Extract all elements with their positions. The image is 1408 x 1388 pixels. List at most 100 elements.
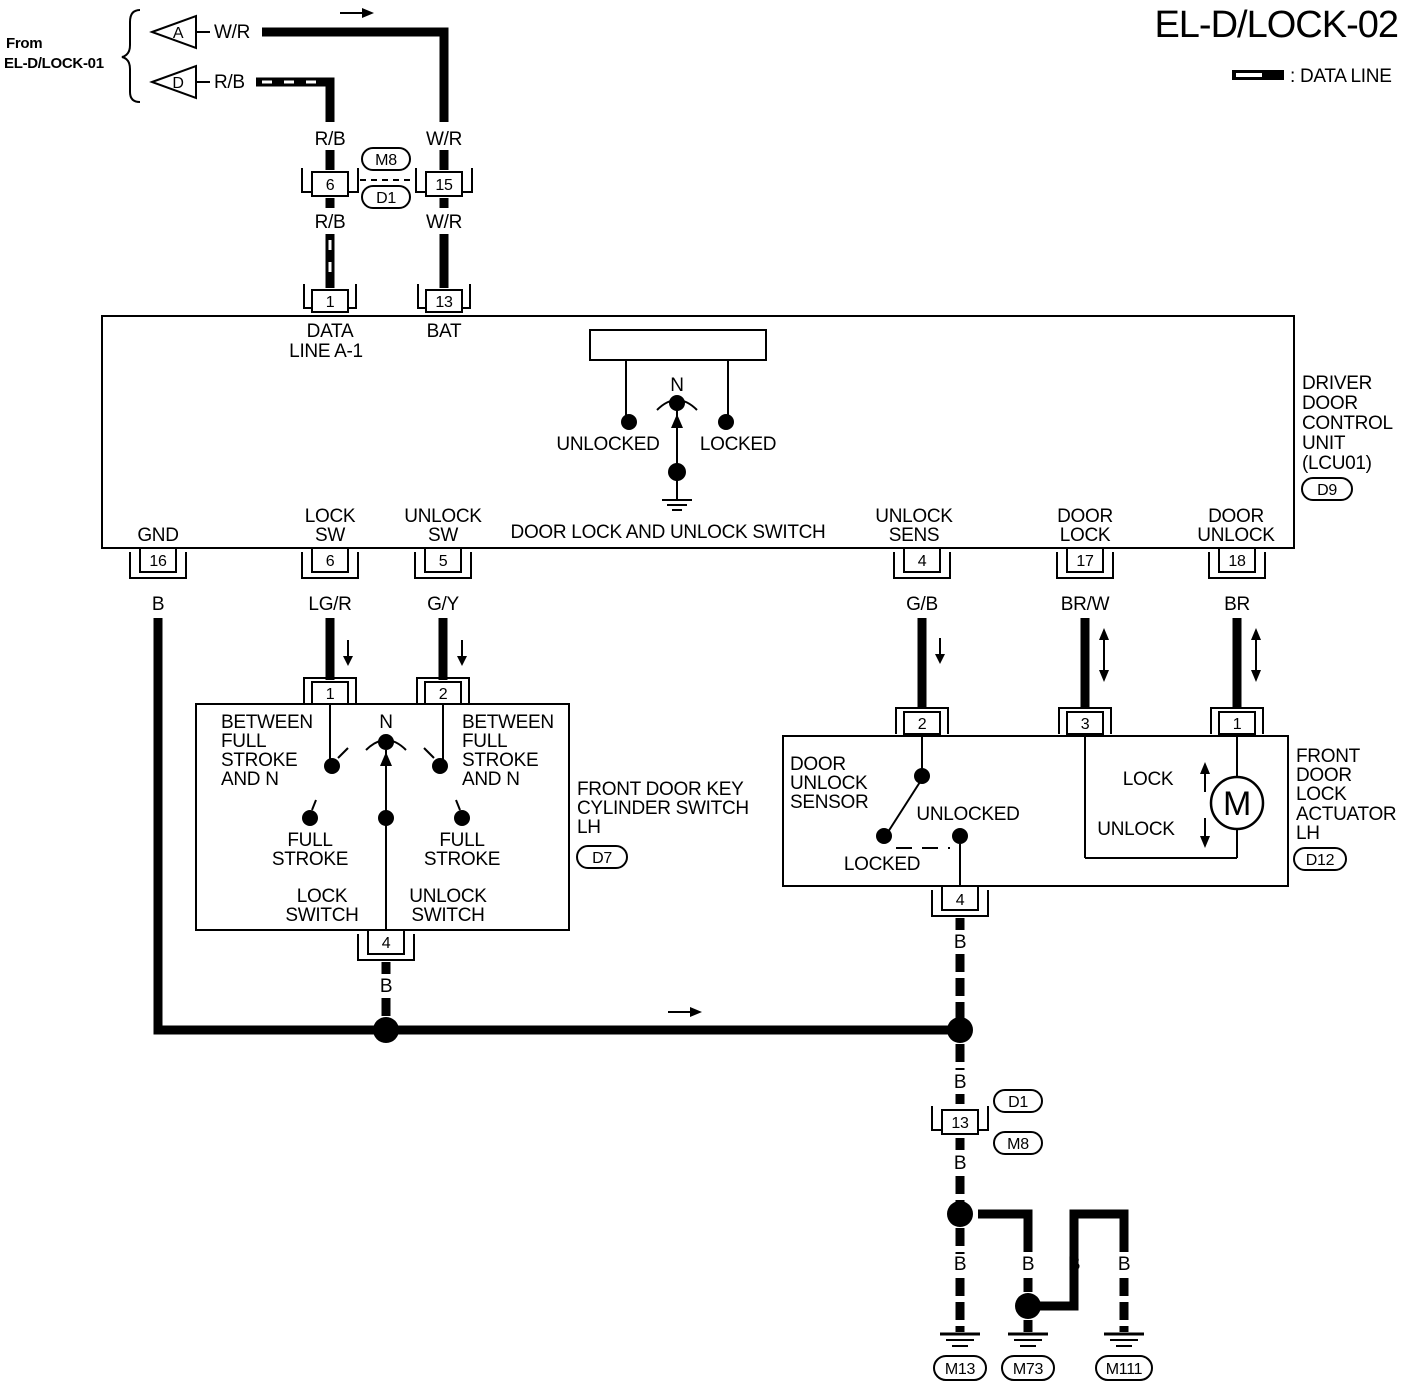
pin-18-door-unlock: 18	[1208, 547, 1266, 579]
pin-13-bat: 13	[417, 284, 471, 313]
svg-text:DOOR: DOOR	[1296, 765, 1352, 786]
svg-text:2: 2	[439, 686, 448, 703]
svg-text:DOOR: DOOR	[790, 754, 846, 775]
arrow-gy	[457, 640, 467, 666]
svg-text:DRIVER: DRIVER	[1302, 373, 1372, 394]
svg-text:M: M	[1223, 785, 1251, 823]
svg-text:STROKE: STROKE	[272, 849, 348, 870]
pin-4-unlock-sens: 4	[893, 547, 951, 579]
unlock-sens-label-1: UNLOCK	[875, 506, 953, 527]
door-lock-actuator-box	[782, 735, 1289, 887]
svg-text:ACTUATOR: ACTUATOR	[1296, 804, 1396, 825]
connector-m8-d1-pin-6: 6	[301, 168, 359, 197]
svg-text:1: 1	[326, 294, 335, 311]
pin-16-gnd: 16	[129, 547, 187, 579]
svg-text:UNLOCK: UNLOCK	[1097, 819, 1175, 840]
lock-sw-label-1: LOCK	[305, 506, 356, 527]
ground-m13: M13	[933, 1332, 987, 1381]
data-line-legend: : DATA LINE	[1232, 66, 1392, 87]
svg-text:LOCK: LOCK	[297, 886, 348, 907]
from-label: From	[6, 35, 42, 52]
connector-d9-label: D9	[1317, 482, 1337, 499]
svg-text:15: 15	[435, 177, 453, 194]
svg-text:LH: LH	[1296, 823, 1320, 844]
wire-color-gy: G/Y	[427, 594, 459, 615]
svg-text:LOCK: LOCK	[1123, 769, 1174, 790]
svg-text:STROKE: STROKE	[462, 750, 538, 771]
svg-text:M13: M13	[945, 1361, 976, 1378]
svg-text:5: 5	[439, 553, 448, 570]
svg-text:SWITCH: SWITCH	[411, 905, 484, 926]
splice-ground-2	[1015, 1293, 1041, 1319]
switch-locked-label: LOCKED	[700, 434, 776, 455]
wire-color-b-mid: B	[954, 1072, 966, 1093]
svg-text:SWITCH: SWITCH	[285, 905, 358, 926]
svg-text:UNLOCK: UNLOCK	[790, 773, 868, 794]
ground-bus	[153, 618, 960, 1035]
svg-text:DOOR: DOOR	[1302, 393, 1358, 414]
wire-color-b-key: B	[380, 976, 392, 997]
svg-text:FULL: FULL	[462, 731, 507, 752]
pin-6-lock-sw: 6	[301, 547, 359, 579]
wire-color-wr-2: W/R	[426, 212, 462, 233]
data-line-label-1: DATA	[307, 321, 354, 342]
wire-color-b-actuator: B	[954, 932, 966, 953]
svg-text:2: 2	[918, 716, 927, 733]
wire-color-rb-top: R/B	[214, 72, 245, 93]
wire-color-b-gnd: B	[152, 594, 164, 615]
switch-unlocked-label: UNLOCKED	[556, 434, 659, 455]
gnd-label: GND	[137, 525, 178, 546]
actuator-name: FRONT DOOR LOCK ACTUATOR LH D12	[1293, 746, 1397, 871]
key-switch-internals: BETWEEN FULL STROKE AND N BETWEEN FULL S…	[221, 704, 554, 930]
switch-name-label: DOOR LOCK AND UNLOCK SWITCH	[511, 522, 826, 543]
svg-text:6: 6	[326, 553, 335, 570]
svg-text:M8: M8	[1007, 1136, 1029, 1153]
data-line-label-2: LINE A-1	[289, 341, 363, 362]
svg-text:D1: D1	[376, 190, 396, 207]
pin-5-unlock-sw: 5	[414, 547, 472, 579]
arrow-brw	[1099, 628, 1109, 682]
wire-color-wr-top: W/R	[214, 22, 250, 43]
wire-color-b-g4: B	[1118, 1254, 1130, 1275]
svg-text:LH: LH	[577, 817, 601, 838]
svg-text:BETWEEN: BETWEEN	[221, 712, 313, 733]
svg-text:4: 4	[918, 553, 927, 570]
svg-text:AND N: AND N	[462, 769, 520, 790]
svg-text:(LCU01): (LCU01)	[1302, 453, 1372, 474]
connector-d12-label: D12	[1306, 852, 1335, 869]
key-switch-pin-1: 1	[303, 677, 357, 705]
connector-d1-badge-lower: D1	[993, 1089, 1043, 1113]
wire-color-rb-1: R/B	[315, 129, 346, 150]
bat-label: BAT	[427, 321, 462, 342]
wire-color-brw: BR/W	[1061, 594, 1110, 615]
connector-a-label: A	[173, 25, 184, 42]
svg-text:FRONT: FRONT	[1296, 746, 1361, 767]
svg-text:13: 13	[435, 294, 453, 311]
wire-color-b-g3: B	[1068, 1254, 1080, 1275]
svg-text:D1: D1	[1008, 1094, 1028, 1111]
door-unlock-label-2: UNLOCK	[1197, 525, 1275, 546]
connector-d1-badge: D1	[361, 185, 411, 209]
wire-color-wr-1: W/R	[426, 129, 462, 150]
svg-text:STROKE: STROKE	[221, 750, 297, 771]
splice-actuator	[947, 1017, 973, 1043]
svg-text:FULL: FULL	[439, 830, 484, 851]
svg-text:13: 13	[951, 1115, 969, 1132]
flow-arrow-ground	[668, 1007, 702, 1017]
svg-text:M8: M8	[375, 152, 397, 169]
svg-text:FULL: FULL	[287, 830, 332, 851]
lock-sw-label-2: SW	[315, 525, 345, 546]
arrow-br	[1251, 628, 1261, 682]
data-line-legend-label: : DATA LINE	[1290, 66, 1392, 87]
splice-ground-1	[947, 1201, 973, 1227]
wire-color-rb-2: R/B	[315, 212, 346, 233]
svg-text:CONTROL: CONTROL	[1302, 413, 1393, 434]
from-reference: From EL-D/LOCK-01 A D W/R R/B	[4, 9, 250, 103]
control-unit-name: DRIVER DOOR CONTROL UNIT (LCU01) D9	[1301, 373, 1393, 501]
door-unlock-sensor: DOOR UNLOCK SENSOR UNLOCKED LOCKED	[790, 736, 1020, 892]
svg-text:STROKE: STROKE	[424, 849, 500, 870]
svg-text:M73: M73	[1013, 1361, 1044, 1378]
svg-text:3: 3	[1081, 716, 1090, 733]
svg-text:16: 16	[149, 553, 167, 570]
